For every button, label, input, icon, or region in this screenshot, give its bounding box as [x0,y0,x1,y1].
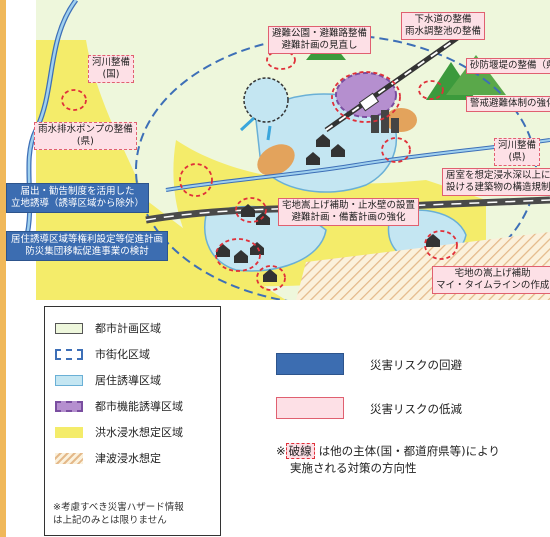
swatch-tsunami [55,452,83,464]
target-marker [179,163,213,197]
label-pump: 雨水排水ポンプの整備(県) [34,122,137,150]
legend-label: 都市機能誘導区域 [95,400,183,413]
label-evacuation-park: 避難公園・避難路整備避難計画の見直し [268,26,372,54]
label-relocation: 居住誘導区域等権利設定等促進計画防災集団移転促進事業の検討 [6,231,169,261]
label-notification-system: 届出・勧告制度を活用した立地誘導（誘導区域から除外） [6,183,150,213]
label-risk-reduce: 災害リスクの低減 [370,402,462,416]
label-warning-system: 警戒避難体制の強化 [466,96,550,112]
target-marker [331,71,401,123]
legend-label: 洪水浸水想定区域 [95,426,183,439]
legend-item: 都市計画区域 [55,321,161,335]
evacuation-park [243,77,289,123]
house-icon [250,242,264,255]
legend-box: 都市計画区域 市街化区域 居住誘導区域 都市機能誘導区域 洪水浸水想定区域 津波… [44,306,221,536]
legend-item: 居住誘導区域 [55,373,161,387]
target-marker [235,197,267,223]
house-icon [256,212,270,225]
swatch-flood [55,426,83,438]
building-icon [371,115,379,133]
label-risk-avoid: 災害リスクの回避 [370,358,462,372]
target-marker [256,265,286,291]
target-marker [418,80,444,100]
arrow-icon [239,116,272,141]
legend-item: 都市機能誘導区域 [55,399,183,413]
target-marker [61,89,87,111]
legend-label: 居住誘導区域 [95,374,161,387]
house-icon [234,250,248,263]
legend-item: 洪水浸水想定区域 [55,425,183,439]
label-river-national: 河川整備(国) [88,55,135,83]
label-sabo-dam: 砂防堰堤の整備（県） [466,58,550,74]
left-accent-border [0,0,6,537]
mountain [446,55,506,95]
hazard-zone [385,108,417,132]
label-raise-wall: 宅地嵩上げ補助・止水壁の設置避難計画・備蓄計画の強化 [278,198,420,226]
dashed-note-line2: 実施される対策の方向性 [290,461,417,475]
target-marker [424,230,458,260]
dashed-sample: 破線 [285,443,315,459]
label-sewer: 下水道の整備雨水調整池の整備 [401,12,486,40]
target-marker [215,238,261,272]
house-icon [216,244,230,257]
building-icon [381,110,389,133]
label-house-raise: 宅地の嵩上げ補助マイ・タイムラインの作成 [432,266,550,294]
target-marker [266,50,296,70]
legend-note: ※考慮すべき災害ハザード情報は上記のみとは限りません [53,502,184,526]
label-river-pref: 河川整備(県) [494,138,541,166]
swatch-urbanization [55,348,83,360]
house-icon [426,234,440,247]
swatch-city-planning [55,322,83,334]
target-marker [381,137,411,163]
legend-label: 津波浸水想定 [95,452,161,465]
legend-item: 市街化区域 [55,347,150,361]
urban-function-area [335,72,397,118]
hazard-zone [257,144,295,176]
swatch-risk-reduce [276,397,344,419]
target-circles [61,50,458,291]
label-living-room: 居室を想定浸水深以上に設ける建築物の構造規制 [442,168,550,196]
legend-label: 市街化区域 [95,348,150,361]
house-cluster [216,134,440,282]
house-icon [241,204,255,217]
house-icon [331,144,345,157]
swatch-risk-avoid [276,353,344,375]
hazard-map: 避難公園・避難路整備避難計画の見直し 下水道の整備雨水調整池の整備 砂防堰堤の整… [6,0,550,306]
swatch-urban-function [55,400,83,412]
building-icon [391,118,399,133]
house-icon [263,269,277,282]
swatch-residential [55,374,83,386]
legend-item: 津波浸水想定 [55,451,161,465]
station-icon [358,92,380,112]
house-icon [316,134,330,147]
dashed-note: ※破線は他の主体(国・都道府県等)により [276,443,500,459]
legend-label: 都市計画区域 [95,322,161,335]
house-icon [306,152,320,165]
